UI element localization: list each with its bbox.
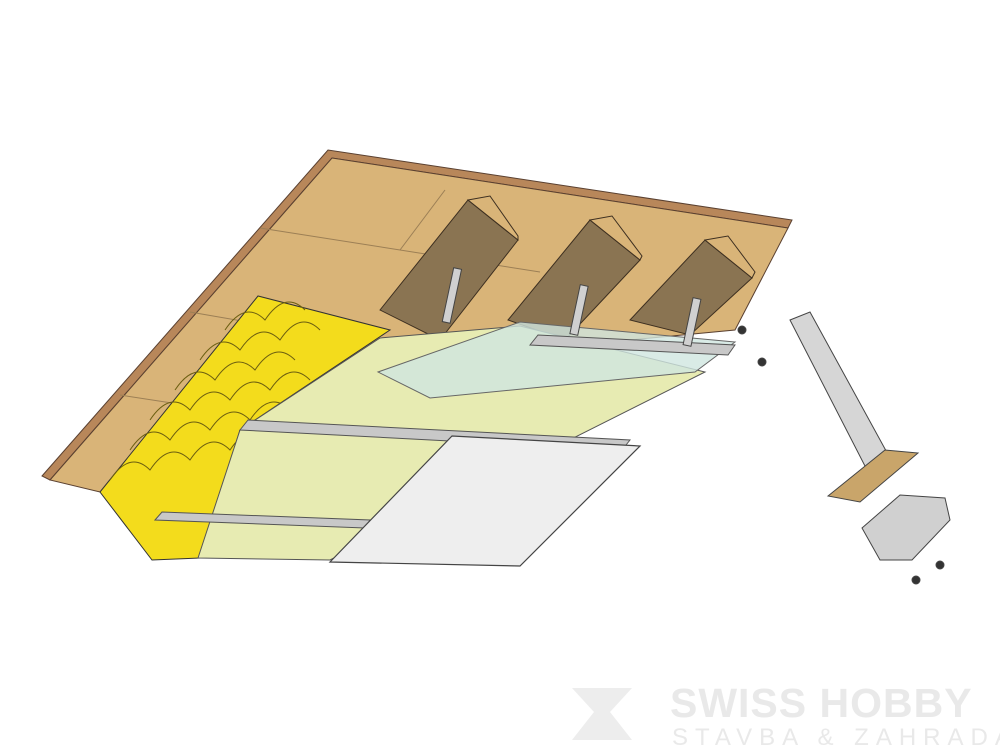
screw-icon [757,357,767,367]
hanger-bracket [789,311,891,469]
hanger-base-plate [826,449,920,503]
watermark-title: SWISS HOBBY [670,680,973,726]
screw-icon [737,325,747,335]
drywall-panel [328,435,642,567]
watermark-logo-mark [572,688,632,740]
rail-top [528,334,736,356]
screw-icon [935,560,945,570]
screw-icon [911,575,921,585]
watermark-subtitle: STAVBA & ZAHRADA [672,724,1000,750]
hanger-detail [737,311,951,585]
watermark: SWISS HOBBY STAVBA & ZAHRADA [570,680,1000,750]
clip-bracket [861,494,951,561]
rafters [379,195,756,341]
rafter-1-end [466,195,519,242]
rafter-3-end [703,235,756,279]
hangers [441,267,702,347]
rafter-2-end [588,215,643,261]
